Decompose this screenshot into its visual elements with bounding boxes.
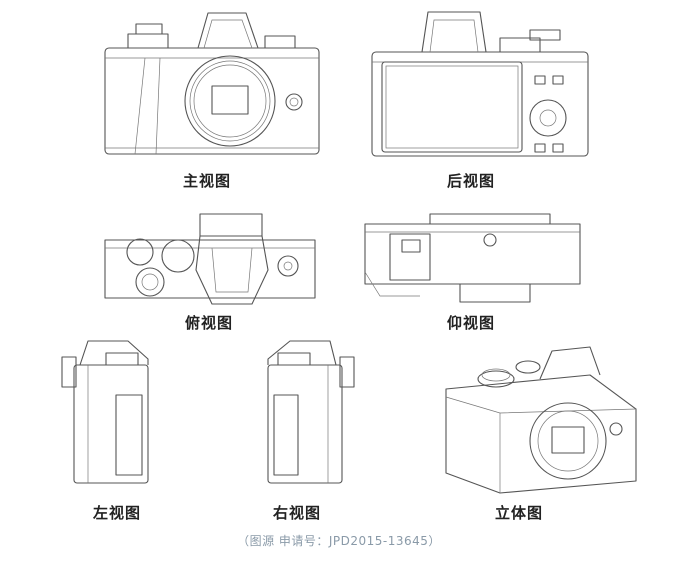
source-note: （图源 申请号：JPD2015-13645）: [237, 534, 441, 548]
caption-rear-view: 后视图: [447, 172, 496, 190]
caption-front-view: 主视图: [183, 172, 232, 190]
caption-bottom-view: 仰视图: [447, 314, 496, 332]
caption-right-view: 右视图: [273, 504, 322, 522]
right-view-drawing: [260, 335, 360, 485]
rear-view-drawing: [370, 8, 595, 158]
perspective-view-drawing: [440, 345, 640, 495]
caption-perspective-view: 立体图: [495, 504, 544, 522]
caption-top-view: 俯视图: [185, 314, 234, 332]
left-view-drawing: [58, 335, 158, 485]
front-view-drawing: [100, 8, 325, 158]
caption-left-view: 左视图: [93, 504, 142, 522]
top-view-drawing: [100, 212, 325, 310]
bottom-view-drawing: [360, 212, 585, 310]
